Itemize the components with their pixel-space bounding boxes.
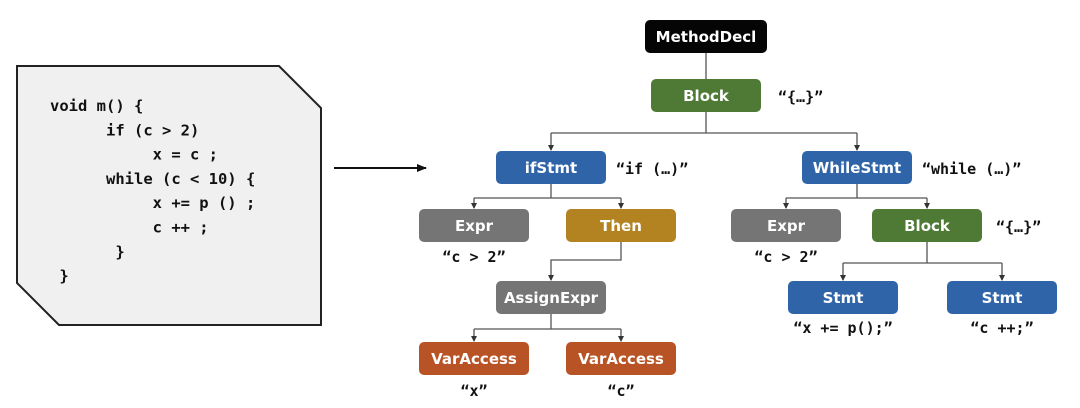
tree-edge <box>548 242 622 281</box>
node-box <box>651 79 761 112</box>
node-box <box>872 209 982 242</box>
node-annotation: “c ++;” <box>970 319 1033 337</box>
node-label: Stmt <box>982 289 1023 307</box>
code-line: } <box>50 267 69 285</box>
node-label: WhileStmt <box>813 159 901 177</box>
node-annotation: “c > 2” <box>442 248 505 266</box>
node-box <box>645 20 767 53</box>
node-box <box>947 281 1057 314</box>
code-line: while (c < 10) { <box>50 170 255 188</box>
code-panel: void m() { if (c > 2) x = c ; while (c <… <box>16 65 322 326</box>
node-while: WhileStmt “while (…)” <box>802 151 1021 184</box>
node-label: Expr <box>455 217 494 235</box>
node-annotation: “if (…)” <box>616 160 688 178</box>
code-line: if (c > 2) <box>50 121 199 139</box>
node-annotation: “{…}” <box>778 88 823 106</box>
tree-edges <box>471 53 1005 342</box>
node-annotation: “x += p();” <box>793 319 892 337</box>
node-stmt2: Stmt “c ++;” <box>947 281 1057 337</box>
code-line: } <box>50 243 125 261</box>
node-box <box>496 281 606 314</box>
node-label: VarAccess <box>431 350 517 368</box>
code-line: x = c ; <box>50 146 218 164</box>
node-label: Stmt <box>823 289 864 307</box>
node-label: Block <box>904 217 951 235</box>
node-box <box>788 281 898 314</box>
node-expr1: Expr “c > 2” <box>419 209 529 266</box>
code-panel-background <box>16 65 322 326</box>
node-annotation: “c > 2” <box>754 248 817 266</box>
node-expr2: Expr “c > 2” <box>731 209 841 266</box>
node-box <box>419 209 529 242</box>
node-annotation: “x” <box>460 382 487 400</box>
node-label: Then <box>600 217 642 235</box>
node-box <box>566 209 676 242</box>
node-label: Block <box>683 87 730 105</box>
node-block1: Block “{…}” <box>651 79 823 112</box>
node-box <box>496 151 606 184</box>
node-label: AssignExpr <box>504 289 599 307</box>
node-then: Then <box>566 209 676 242</box>
code-lines: void m() { if (c > 2) x = c ; while (c <… <box>50 97 255 285</box>
node-block2: Block “{…}” <box>872 209 1041 242</box>
node-annotation: “c” <box>607 382 634 400</box>
node-label: ifStmt <box>525 159 577 177</box>
node-if: ifStmt “if (…)” <box>496 151 688 184</box>
code-line: x += p () ; <box>50 194 255 212</box>
node-annotation: “while (…)” <box>922 160 1021 178</box>
node-box <box>566 342 676 375</box>
node-label: Expr <box>767 217 806 235</box>
node-box <box>419 342 529 375</box>
node-label: MethodDecl <box>656 28 757 46</box>
node-stmt1: Stmt “x += p();” <box>788 281 898 337</box>
node-label: VarAccess <box>578 350 664 368</box>
node-varc: VarAccess “c” <box>566 342 676 400</box>
code-line: c ++ ; <box>50 219 209 237</box>
node-box <box>731 209 841 242</box>
node-box <box>802 151 912 184</box>
node-method: MethodDecl <box>645 20 767 53</box>
node-varx: VarAccess “x” <box>419 342 529 400</box>
node-annotation: “{…}” <box>996 218 1041 236</box>
node-assign: AssignExpr <box>496 281 606 314</box>
code-line: void m() { <box>50 97 143 115</box>
